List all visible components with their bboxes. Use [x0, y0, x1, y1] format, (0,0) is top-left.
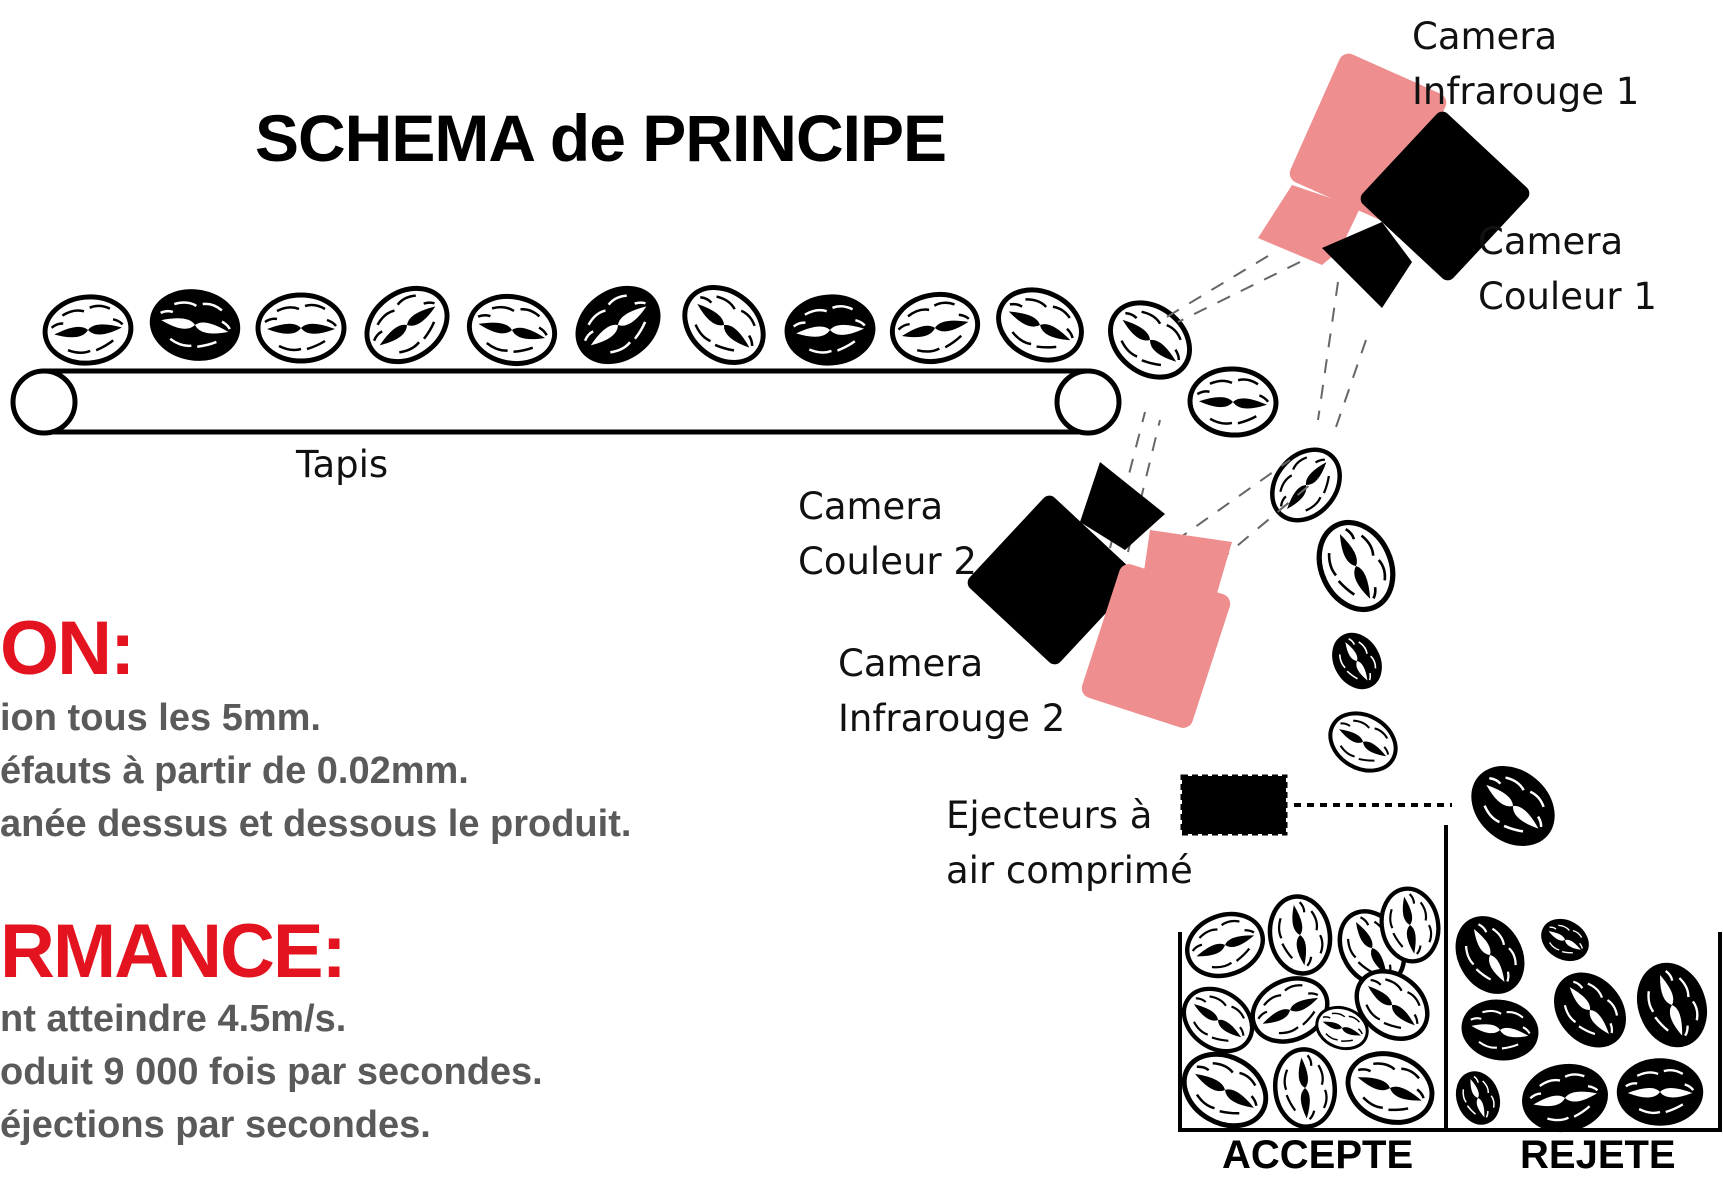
accepted-bin-label: ACCEPTE — [1222, 1133, 1414, 1177]
camera-color-2-label-line-2: Couleur 2 — [798, 540, 977, 583]
accepted-nuts — [1171, 884, 1444, 1140]
section-2-line-2: oduit 9 000 fois par secondes. — [0, 1051, 543, 1093]
nut-good — [1272, 1047, 1338, 1129]
nut-good — [353, 273, 461, 376]
conveyor-label: Tapis — [296, 443, 389, 486]
nut-bad — [147, 285, 243, 365]
nut-bad — [1519, 1060, 1610, 1136]
section-2-heading: RMANCE: — [0, 909, 347, 994]
nut-bad — [1449, 1065, 1507, 1131]
color-camera-1 — [1322, 111, 1530, 308]
nut-bad — [1445, 907, 1535, 1004]
camera-ir-2-label-line-2: Infrarouge 2 — [838, 697, 1066, 740]
nut-good — [886, 287, 984, 369]
section-1-line-1: ion tous les 5mm. — [0, 697, 321, 739]
air-ejector — [1180, 774, 1452, 836]
nut-good — [42, 293, 134, 368]
nut-good — [1172, 976, 1264, 1064]
nut-good — [1188, 367, 1277, 437]
section-2-line-1: nt atteindre 4.5m/s. — [0, 998, 347, 1040]
camera-ir-1-label-line-1: Camera — [1412, 15, 1558, 58]
nut-bad — [1542, 961, 1637, 1058]
nut-bad — [1534, 911, 1596, 969]
nut-good — [463, 289, 561, 371]
section-1-heading: ON: — [0, 606, 135, 691]
camera-color-1-label-line-1: Camera — [1478, 220, 1624, 263]
conveyor-belt — [10, 368, 1122, 436]
rejected-nuts — [1445, 907, 1716, 1136]
nut-bad — [1619, 1061, 1701, 1124]
nut-good — [987, 277, 1093, 373]
ejector-label-line-1: Ejecteurs à — [946, 794, 1153, 837]
rejected-bin-label: REJETE — [1520, 1133, 1676, 1177]
nut-bad — [1322, 624, 1392, 698]
camera-ir-1-label-line-2: Infrarouge 1 — [1412, 70, 1640, 113]
nut-good — [1264, 892, 1336, 979]
infrared-camera-2 — [1081, 530, 1232, 728]
nut-bad — [1629, 956, 1716, 1054]
camera-color-1-label-line-2: Couleur 1 — [1478, 275, 1657, 318]
camera-ir-2-label-line-1: Camera — [838, 642, 984, 685]
collection-bins — [1171, 825, 1722, 1140]
nut-bad — [785, 294, 875, 366]
nut-good — [670, 272, 778, 378]
nut-bad — [1459, 753, 1567, 859]
color-camera-2 — [967, 462, 1165, 665]
nut-good — [1306, 510, 1407, 621]
camera-group-bottom — [967, 462, 1232, 728]
nut-good — [1338, 1042, 1441, 1133]
nut-good — [1171, 1040, 1278, 1140]
diagram-title: SCHEMA de PRINCIPE — [255, 101, 947, 175]
nut-good — [1096, 288, 1204, 393]
nut-good — [1178, 904, 1271, 986]
nut-good — [1258, 436, 1353, 533]
camera-group-top — [1258, 53, 1530, 308]
camera-color-2-label-line-1: Camera — [798, 485, 944, 528]
section-1-line-2: éfauts à partir de 0.02mm. — [0, 750, 469, 792]
nut-good — [258, 295, 344, 361]
nut-bad — [1459, 996, 1541, 1064]
section-2-line-3: éjections par secondes. — [0, 1104, 431, 1146]
conveyor-nuts — [42, 272, 1093, 378]
nut-good — [1320, 702, 1406, 782]
nut-bad — [564, 273, 672, 376]
ejector-label-line-2: air comprimé — [946, 849, 1193, 892]
section-1-line-3: anée dessus et dessous le produit. — [0, 803, 632, 845]
